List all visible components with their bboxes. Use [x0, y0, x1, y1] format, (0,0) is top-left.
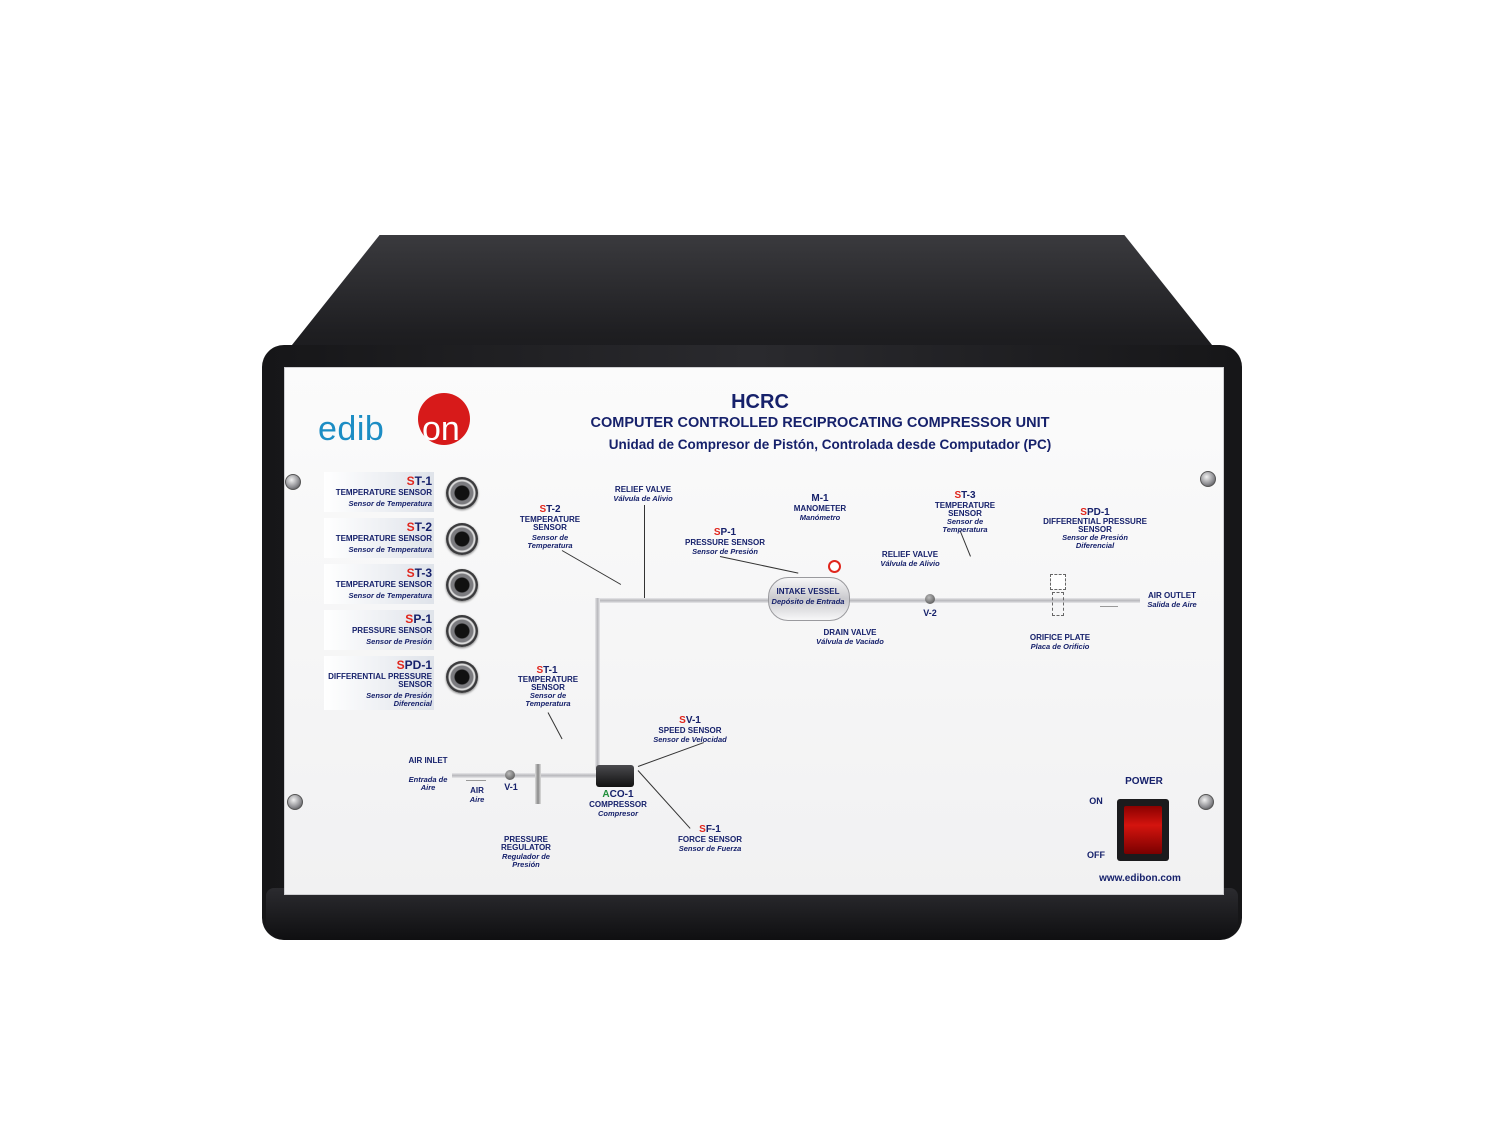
outlet-arrow-icon	[1100, 606, 1118, 607]
front-panel	[284, 367, 1224, 895]
spd1-sensor-icon	[1050, 574, 1066, 590]
orifice-plate-icon	[1052, 592, 1064, 616]
title-es: Unidad de Compresor de Pistón, Controlad…	[608, 437, 1052, 452]
valve-v2-icon	[925, 594, 935, 604]
logo-text-on: on	[422, 410, 460, 448]
valve-v1-icon	[505, 770, 515, 780]
connector-label-sp1	[324, 610, 434, 650]
connector-label-spd1	[324, 656, 434, 710]
st2-connector-socket[interactable]	[446, 523, 478, 555]
logo-circle	[418, 393, 470, 445]
website-url: www.edibon.com	[1099, 873, 1181, 884]
connector-label-st2	[324, 518, 434, 558]
inlet-arrow-icon	[466, 780, 486, 781]
screw-icon	[1198, 794, 1214, 810]
model-title: HCRC	[731, 391, 789, 413]
power-off-label: OFF	[1087, 850, 1105, 860]
inlet-pipe	[452, 773, 600, 778]
screw-icon	[287, 794, 303, 810]
power-label: POWER	[1125, 776, 1163, 787]
power-switch[interactable]	[1124, 806, 1162, 854]
st3-connector-socket[interactable]	[446, 569, 478, 601]
spd1-connector-socket[interactable]	[446, 661, 478, 693]
logo-text: edib	[318, 410, 385, 448]
screw-icon	[285, 474, 301, 490]
title-en: COMPUTER CONTROLLED RECIPROCATING COMPRE…	[590, 415, 1050, 431]
screw-icon	[1200, 471, 1216, 487]
connector-label-st1	[324, 472, 434, 512]
manometer-icon	[828, 560, 841, 573]
sp1-connector-socket[interactable]	[446, 615, 478, 647]
upper-pipe	[600, 598, 1140, 603]
connector-label-st3	[324, 564, 434, 604]
power-on-label: ON	[1089, 796, 1103, 806]
cabinet-base	[266, 888, 1238, 940]
intake-vessel	[768, 577, 850, 621]
riser-pipe	[595, 598, 600, 770]
compressor-icon	[596, 765, 634, 787]
st1-connector-socket[interactable]	[446, 477, 478, 509]
pressure-regulator-icon	[535, 764, 541, 804]
